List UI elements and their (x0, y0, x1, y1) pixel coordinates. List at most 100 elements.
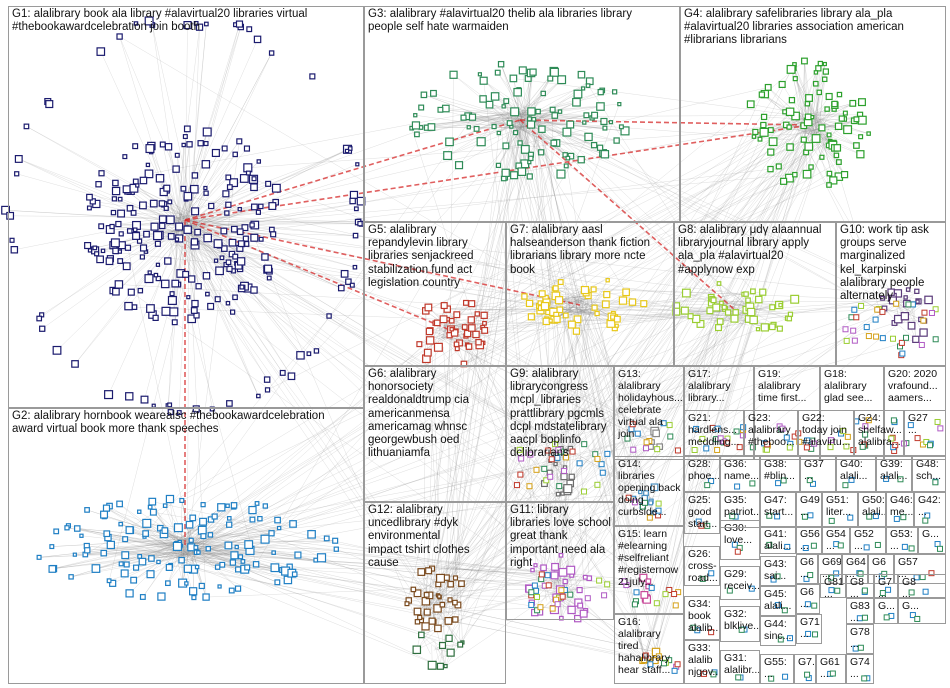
group-box-g42: G42: ... (914, 492, 946, 528)
group-label-g11: G11: library libraries love school great… (510, 504, 611, 570)
group-label-g36: G36: name... (724, 458, 757, 482)
group-label-gx3: G... (902, 600, 943, 612)
group-label-g20: G20: 2020 vrafound... aamers... (888, 368, 943, 404)
group-box-g50: G50: alali... (858, 492, 886, 528)
group-box-g48: G48: sch... (912, 456, 946, 492)
group-label-g8: G8: alalibrary μdγ alaannual libraryjour… (678, 224, 833, 277)
group-box-g12: G12: alalibrary uncedlibrary #dyk enviro… (364, 502, 506, 684)
group-label-g38: G38: #blin... (764, 458, 797, 482)
group-box-g1: G1: alalibrary book ala library #alavirt… (8, 6, 364, 408)
group-box-g22: G22: today join #alavirtu... (798, 410, 854, 456)
group-box-g11: G11: library libraries love school great… (506, 502, 614, 620)
group-label-g14: G14: libraries opening back doing curbsi… (618, 458, 681, 518)
group-box-g7: G7: alalibrary aasl halseanderson thank … (506, 222, 674, 366)
group-label-g24: G24: shelfaw... alalibra... (858, 412, 901, 448)
group-label-g15: G15: learn #elearning #selfreliant #regi… (618, 528, 681, 588)
group-label-g26: G26: cross- road... (688, 548, 717, 584)
group-label-g52: G52 ... (854, 528, 883, 552)
group-label-g5: G5: alalibrary repandylevin library libr… (368, 224, 503, 290)
group-label-g45: G45: alali... (764, 588, 793, 612)
group-box-g27: G27 ... (904, 410, 946, 456)
group-box-g2: G2: alalibrary hornbook wearealsc #thebo… (8, 408, 364, 684)
group-box-g9: G9: alalibrary librarycongress mcpl_libr… (506, 366, 614, 502)
group-box-g41: G41: alali... (760, 526, 796, 554)
group-label-g44: G44: sinc... (764, 618, 793, 642)
group-label-g7: G7: alalibrary aasl halseanderson thank … (510, 224, 671, 277)
group-label-g49: G49 ... (800, 494, 819, 518)
group-box-g3: G3: alalibrary #alavirtual20 thelib ala … (364, 6, 680, 222)
group-label-g51: G51: liter... (826, 494, 855, 518)
group-label-g32: G32: blklive... (724, 608, 757, 632)
group-box-g7x2: G7... (794, 654, 816, 684)
group-label-g17: G17: alalibrary library... (688, 368, 751, 404)
group-box-g33: G33: alalib njgov... (684, 640, 720, 684)
group-box-g44: G44: sinc... (760, 616, 796, 646)
group-label-g10: G10: work tip ask groups serve marginali… (840, 224, 943, 303)
group-box-g7x1: G7 ... (874, 574, 898, 598)
group-label-g74: G74 ... (850, 656, 871, 680)
group-label-gx1: G... (922, 528, 943, 540)
group-label-g25: G25: good start... (688, 494, 717, 530)
group-box-g49: G49 ... (796, 492, 822, 528)
group-label-gx2: G... (878, 600, 895, 612)
group-label-g40: G40: alali... (840, 458, 873, 482)
group-box-g46: G46: me... (886, 492, 914, 528)
group-box-g83: G83 ... (846, 598, 874, 624)
group-label-g61: G61 ... (820, 656, 843, 680)
group-label-g16: G16: alalibrary tired hahalibrary hear s… (618, 616, 681, 676)
group-label-g8x2: G8 ... (902, 576, 943, 598)
group-box-g8: G8: alalibrary μdγ alaannual libraryjour… (674, 222, 836, 366)
group-label-g21: G21: hardlens... meddling... (688, 412, 741, 448)
group-label-g43: G43: sai... (764, 558, 793, 582)
group-box-g24: G24: shelfaw... alalibra... (854, 410, 904, 456)
group-label-g4: G4: alalibrary safelibraries library ala… (684, 8, 943, 48)
group-box-g78: G78 ... (846, 624, 874, 654)
group-box-g10: G10: work tip ask groups serve marginali… (836, 222, 946, 366)
group-label-g1: G1: alalibrary book ala library #alavirt… (12, 8, 361, 34)
group-box-g25: G25: good start... (684, 492, 720, 534)
group-label-g42: G42: ... (918, 494, 943, 518)
group-box-g34: G34: book alalib... (684, 596, 720, 640)
group-label-g29: G29: receiv... (724, 568, 757, 592)
group-label-g8x1: G8 ... (850, 576, 871, 598)
group-box-g15: G15: learn #elearning #selfreliant #regi… (614, 526, 684, 614)
group-label-g41: G41: alali... (764, 528, 793, 552)
group-box-g71: G71 ... (796, 614, 822, 644)
group-box-g14: G14: libraries opening back doing curbsi… (614, 456, 684, 526)
group-label-g53: G53: ... (890, 528, 915, 552)
group-box-g6: G6: alalibrary honorsociety realdonaldtr… (364, 366, 506, 502)
group-label-g2: G2: alalibrary hornbook wearealsc #thebo… (12, 410, 361, 436)
group-label-g81: G81 ... (824, 576, 843, 598)
group-label-g46: G46: me... (890, 494, 911, 518)
group-box-g56: G56 ... (796, 526, 822, 554)
group-label-g48: G48: sch... (916, 458, 943, 482)
group-box-g47: G47: start... (760, 492, 796, 528)
group-box-g52: G52 ... (850, 526, 886, 554)
group-label-g33: G33: alalib njgov... (688, 642, 717, 678)
group-label-g7x1: G7 ... (878, 576, 895, 598)
group-label-g23: G23: alalibrary #theboo... (748, 412, 795, 448)
group-box-g4: G4: alalibrary safelibraries library ala… (680, 6, 946, 222)
group-box-g61: G61 ... (816, 654, 846, 684)
group-label-g39: G39: alali... (880, 458, 909, 482)
group-label-g83: G83 ... (850, 600, 871, 624)
group-box-g5: G5: alalibrary repandylevin library libr… (364, 222, 506, 366)
group-label-g34: G34: book alalib... (688, 598, 717, 634)
group-box-g6x3: G6 ... (796, 584, 820, 614)
group-box-g6x1: G6 ... (796, 554, 818, 584)
group-label-g50: G50: alali... (862, 494, 883, 518)
group-box-g16: G16: alalibrary tired hahalibrary hear s… (614, 614, 684, 684)
group-label-g71: G71 ... (800, 616, 819, 640)
group-label-g54: G54 ... (826, 528, 847, 552)
group-box-g31: G31: alalibr... (720, 650, 760, 684)
group-box-g54: G54 ... (822, 526, 850, 554)
group-label-g35: G35: patriot... (724, 494, 757, 518)
group-label-g22: G22: today join #alavirtu... (802, 412, 851, 448)
group-label-g55: G55: ... (764, 656, 791, 680)
group-box-g28: G28: phoe... (684, 456, 720, 492)
group-label-g28: G28: phoe... (688, 458, 717, 482)
group-box-g51: G51: liter... (822, 492, 858, 528)
group-box-g23: G23: alalibrary #theboo... (744, 410, 798, 456)
group-box-g36: G36: name... (720, 456, 760, 492)
group-label-g37: G37 ... (804, 458, 833, 482)
